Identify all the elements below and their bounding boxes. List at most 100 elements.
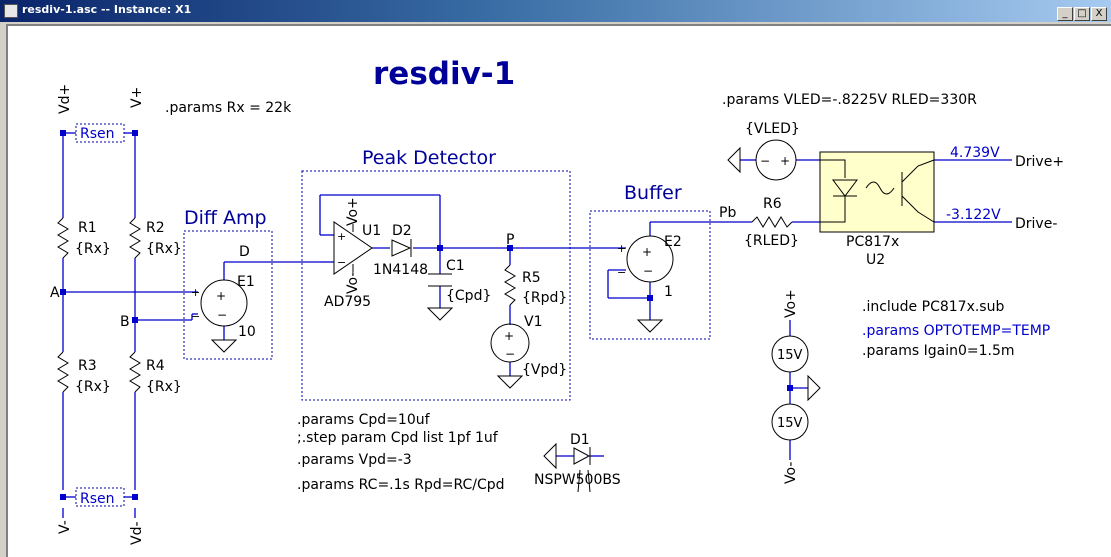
close-button[interactable]: X bbox=[1091, 7, 1107, 21]
junctions bbox=[60, 130, 793, 500]
ground-symbols bbox=[210, 146, 821, 470]
r3-label: R3 bbox=[78, 358, 97, 374]
svg-text:−: − bbox=[760, 154, 770, 168]
rsen-bottom-label: Rsen bbox=[80, 491, 115, 507]
buffer-box bbox=[589, 210, 711, 340]
svg-text:+: + bbox=[337, 230, 346, 243]
r2-value: {Rx} bbox=[146, 241, 182, 257]
vled-value: {VLED} bbox=[745, 121, 800, 137]
window-title: resdiv-1.asc -- Instance: X1 bbox=[22, 3, 192, 16]
d2-value: 1N4148 bbox=[373, 262, 428, 278]
u1-opamp[interactable]: + − bbox=[333, 221, 373, 275]
svg-text:−: − bbox=[505, 347, 515, 361]
directive-igain[interactable]: .params Igain0=1.5m bbox=[862, 343, 1015, 359]
r3-value: {Rx} bbox=[75, 379, 111, 395]
r1-label: R1 bbox=[78, 220, 97, 236]
minimize-button[interactable]: _ bbox=[1057, 7, 1073, 21]
d2-diode[interactable] bbox=[391, 239, 412, 257]
vo-supply-bottom[interactable] bbox=[771, 403, 809, 441]
directive-optotemp[interactable]: .params OPTOTEMP=TEMP bbox=[862, 323, 1050, 339]
svg-text:−: − bbox=[617, 266, 626, 279]
vo-supply-top[interactable] bbox=[771, 335, 809, 373]
diff-amp-label: Diff Amp bbox=[184, 207, 267, 229]
directive-cpd[interactable]: .params Cpd=10uf bbox=[297, 412, 431, 428]
u1-label: U1 bbox=[362, 223, 381, 239]
e2-source[interactable]: + − + − bbox=[617, 235, 674, 283]
voltage-drive-plus: 4.739V bbox=[950, 145, 1000, 161]
rsen-bottom-box[interactable] bbox=[75, 487, 125, 507]
net-vominus: Vo- bbox=[783, 462, 799, 484]
e1-source[interactable]: + − + − bbox=[191, 279, 248, 327]
svg-text:+: + bbox=[642, 245, 652, 259]
net-b: B bbox=[120, 314, 130, 330]
svg-text:+: + bbox=[191, 286, 200, 299]
u1-value: AD795 bbox=[324, 294, 371, 310]
title-bar[interactable]: resdiv-1.asc -- Instance: X1 _ □ X bbox=[0, 0, 1111, 22]
v1-label: V1 bbox=[524, 314, 542, 330]
directive-rx[interactable]: .params Rx = 22k bbox=[165, 100, 292, 116]
u2-label: U2 bbox=[866, 252, 885, 268]
net-voplus: Vo+ bbox=[783, 289, 799, 318]
directive-vpd[interactable]: .params Vpd=-3 bbox=[297, 452, 412, 468]
buffer-label: Buffer bbox=[624, 182, 682, 204]
directive-led[interactable]: .params VLED=-.8225V RLED=330R bbox=[722, 92, 977, 108]
directive-rc[interactable]: .params RC=.1s Rpd=RC/Cpd bbox=[297, 477, 505, 493]
net-vminus: V- bbox=[57, 520, 73, 534]
e1-label: E1 bbox=[237, 274, 255, 290]
net-u1-vominus: Vo- bbox=[345, 272, 361, 294]
vled-source[interactable]: + − bbox=[755, 139, 797, 181]
r1-value: {Rx} bbox=[75, 241, 111, 257]
svg-text:+: + bbox=[780, 154, 790, 168]
e1-value: 10 bbox=[238, 324, 256, 340]
net-u1-voplus: Vo+ bbox=[345, 197, 361, 226]
r6-value: {RLED} bbox=[744, 233, 799, 249]
net-vplus: V+ bbox=[129, 87, 145, 108]
diff-amp-box bbox=[183, 230, 273, 360]
r5-value: {Rpd} bbox=[522, 290, 567, 306]
voltage-drive-minus: -3.122V bbox=[946, 207, 1001, 223]
directive-step[interactable]: ;.step param Cpd list 1pf 1uf bbox=[297, 430, 499, 446]
r5-label: R5 bbox=[522, 270, 541, 286]
d2-label: D2 bbox=[392, 223, 412, 239]
e2-value: 1 bbox=[664, 284, 673, 300]
d1-led[interactable] bbox=[573, 447, 591, 493]
net-vdminus: Vd- bbox=[129, 521, 145, 545]
r4-value: {Rx} bbox=[146, 379, 182, 395]
schematic-title: resdiv-1 bbox=[373, 56, 515, 92]
d1-label: D1 bbox=[570, 432, 590, 448]
vo-supply-bottom-value: 15V bbox=[777, 416, 803, 431]
vo-supply-top-value: 15V bbox=[777, 348, 803, 363]
svg-text:−: − bbox=[337, 256, 346, 269]
rsen-top-label: Rsen bbox=[80, 126, 115, 142]
svg-text:+: + bbox=[504, 329, 514, 343]
r4-label: R4 bbox=[146, 358, 165, 374]
svg-text:−: − bbox=[643, 264, 653, 278]
svg-text:+: + bbox=[617, 242, 626, 255]
v1-value: {Vpd} bbox=[522, 362, 567, 378]
u2-value: PC817x bbox=[846, 234, 899, 250]
net-pb: Pb bbox=[719, 205, 736, 221]
u2-optocoupler[interactable] bbox=[819, 151, 935, 233]
restore-button[interactable]: □ bbox=[1074, 7, 1090, 21]
net-drive-plus: Drive+ bbox=[1015, 154, 1064, 170]
net-d: D bbox=[239, 244, 250, 260]
schematic-canvas[interactable] bbox=[6, 24, 1111, 557]
resistors[interactable] bbox=[57, 216, 793, 393]
svg-text:+: + bbox=[216, 289, 226, 303]
peak-detector-label: Peak Detector bbox=[362, 147, 496, 169]
net-p: P bbox=[506, 232, 514, 248]
rsen-top-box[interactable] bbox=[75, 123, 125, 143]
net-vdplus: Vd+ bbox=[57, 84, 73, 114]
v1-source[interactable]: + − bbox=[490, 323, 530, 363]
svg-text:−: − bbox=[217, 308, 227, 322]
c1-value: {Cpd} bbox=[446, 288, 491, 304]
c1-capacitor[interactable] bbox=[428, 273, 452, 287]
schematic-icon bbox=[4, 4, 18, 18]
net-a: A bbox=[50, 285, 60, 301]
e2-label: E2 bbox=[664, 234, 682, 250]
svg-text:−: − bbox=[191, 310, 200, 323]
c1-label: C1 bbox=[446, 258, 465, 274]
r6-label: R6 bbox=[763, 196, 782, 212]
directive-include[interactable]: .include PC817x.sub bbox=[862, 299, 1004, 315]
